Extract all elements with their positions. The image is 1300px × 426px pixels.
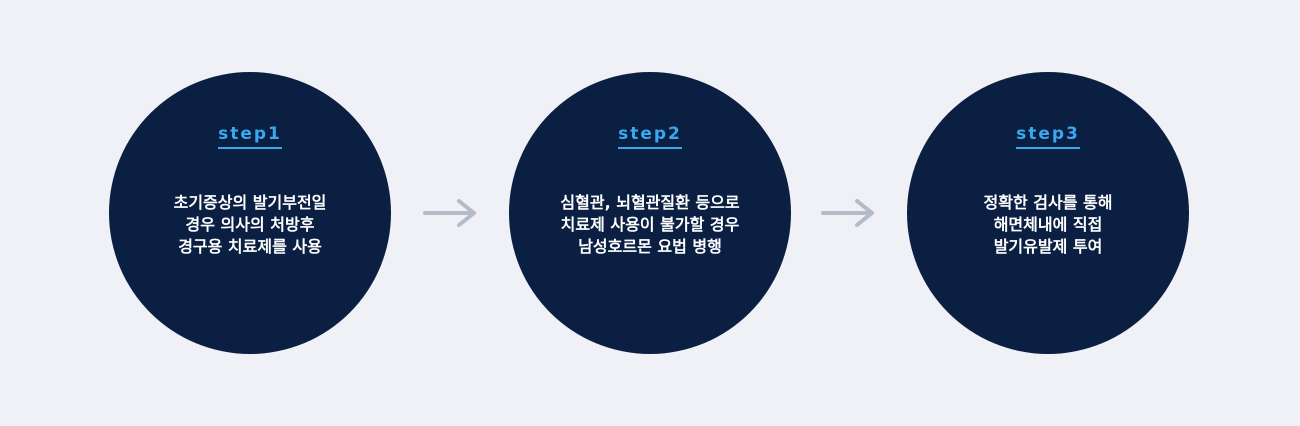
step-circle-1: step1 초기증상의 발기부전일 경우 의사의 처방후 경구용 치료제를 사용 bbox=[109, 72, 391, 354]
step-circle-3: step3 정확한 검사를 통해 해면체내에 직접 발기유발제 투여 bbox=[907, 72, 1189, 354]
step-3-line-1: 정확한 검사를 통해 bbox=[983, 193, 1113, 212]
step-3-line-3: 발기유발제 투여 bbox=[993, 237, 1103, 256]
step-3-line-2: 해면체내에 직접 bbox=[993, 215, 1103, 234]
arrow-right-icon bbox=[821, 199, 874, 227]
arrow-right-icon bbox=[423, 199, 476, 227]
step-2-line-3: 남성호르몬 요법 병행 bbox=[578, 237, 722, 256]
step-1-line-2: 경우 의사의 처방후 bbox=[185, 215, 315, 234]
step-1-description: 초기증상의 발기부전일 경우 의사의 처방후 경구용 치료제를 사용 bbox=[129, 192, 371, 258]
step-2-line-1: 심혈관, 뇌혈관질환 등으로 bbox=[560, 193, 740, 212]
step-2-label: step2 bbox=[509, 122, 791, 149]
step-1-label: step1 bbox=[109, 122, 391, 149]
step-3-description: 정확한 검사를 통해 해면체내에 직접 발기유발제 투여 bbox=[927, 192, 1169, 258]
step-3-label: step3 bbox=[907, 122, 1189, 149]
step-2-description: 심혈관, 뇌혈관질환 등으로 치료제 사용이 불가할 경우 남성호르몬 요법 병… bbox=[529, 192, 771, 258]
step-2-line-2: 치료제 사용이 불가할 경우 bbox=[560, 215, 740, 234]
step-1-line-1: 초기증상의 발기부전일 bbox=[173, 193, 327, 212]
step-1-line-3: 경구용 치료제를 사용 bbox=[178, 237, 322, 256]
step-circle-2: step2 심혈관, 뇌혈관질환 등으로 치료제 사용이 불가할 경우 남성호르… bbox=[509, 72, 791, 354]
